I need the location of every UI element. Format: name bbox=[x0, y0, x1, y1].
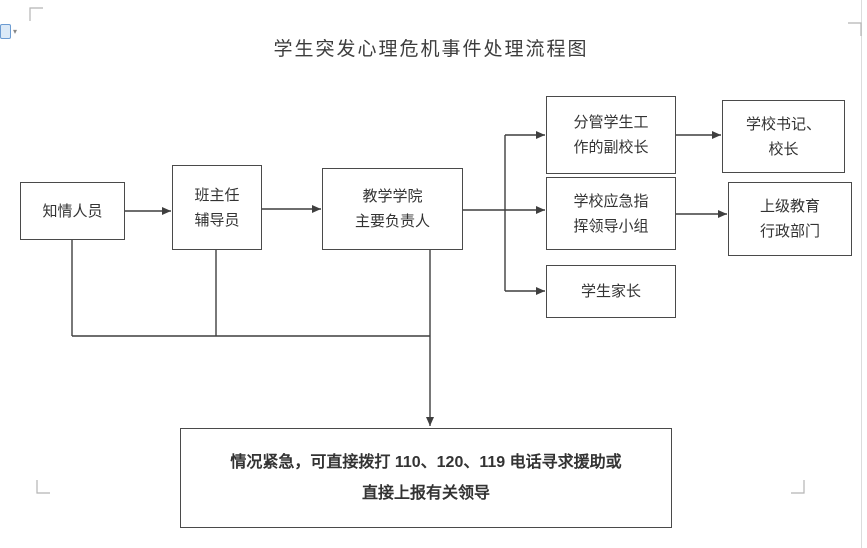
node-label: 行政部门 bbox=[759, 223, 820, 240]
flow-node-higher-education-dept[interactable]: 上级教育 行政部门 bbox=[728, 182, 852, 256]
node-label: 校长 bbox=[768, 140, 799, 158]
node-label: 挥领导小组 bbox=[573, 217, 649, 235]
node-label: 班主任 bbox=[194, 186, 240, 204]
clipboard-icon bbox=[0, 24, 11, 39]
flow-node-vice-president[interactable]: 分管学生工 作的副校长 bbox=[546, 96, 676, 174]
node-label: 学校书记、 bbox=[745, 115, 821, 133]
text-boundary-corner-marks bbox=[29, 7, 862, 494]
node-label: 教学学院 bbox=[362, 188, 423, 205]
flow-node-emergency-instructions[interactable]: 情况紧急，可直接拨打 110、120、119 电话寻求援助或 直接上报有关领导 bbox=[180, 428, 672, 528]
node-label: 上级教育 bbox=[759, 198, 820, 215]
node-label: 主要负责人 bbox=[354, 213, 430, 230]
page-edge-divider bbox=[861, 0, 862, 548]
flow-node-secretary-president[interactable]: 学校书记、 校长 bbox=[722, 100, 845, 173]
node-label: 分管学生工 bbox=[573, 114, 649, 131]
flow-node-student-parents[interactable]: 学生家长 bbox=[546, 265, 676, 318]
paste-options-button[interactable]: ▾ bbox=[0, 24, 17, 39]
node-label: 情况紧急，可直接拨打 110、120、119 电话寻求援助或 bbox=[230, 454, 622, 471]
flow-node-college-responsible[interactable]: 教学学院 主要负责人 bbox=[322, 168, 463, 250]
node-label: 辅导员 bbox=[194, 211, 240, 229]
node-label: 知情人员 bbox=[42, 202, 103, 220]
node-label: 学生家长 bbox=[580, 283, 641, 300]
node-label: 作的副校长 bbox=[573, 139, 649, 156]
chevron-down-icon: ▾ bbox=[13, 26, 18, 36]
flow-node-head-teacher-counselor[interactable]: 班主任 辅导员 bbox=[172, 165, 262, 250]
node-label: 直接上报有关领导 bbox=[361, 485, 490, 502]
node-label: 学校应急指 bbox=[573, 192, 649, 210]
page-title: 学生突发心理危机事件处理流程图 bbox=[273, 39, 589, 60]
flow-node-informed-persons[interactable]: 知情人员 bbox=[20, 182, 125, 240]
flow-node-emergency-command-group[interactable]: 学校应急指 挥领导小组 bbox=[546, 177, 676, 250]
